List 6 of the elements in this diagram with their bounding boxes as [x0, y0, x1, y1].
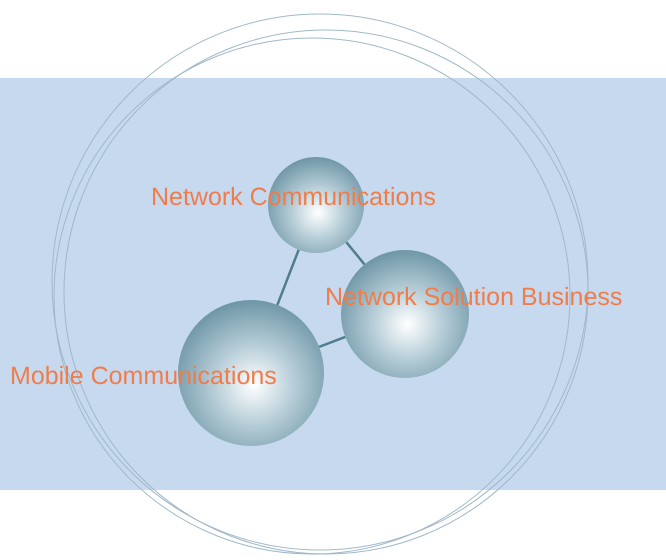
connector-line: [345, 241, 366, 266]
node-label: Network Solution Business: [325, 282, 622, 312]
node-label: Network Communications: [151, 182, 436, 212]
connector-line: [276, 249, 300, 306]
connector-line: [318, 336, 346, 348]
node-label: Mobile Communications: [10, 361, 277, 391]
